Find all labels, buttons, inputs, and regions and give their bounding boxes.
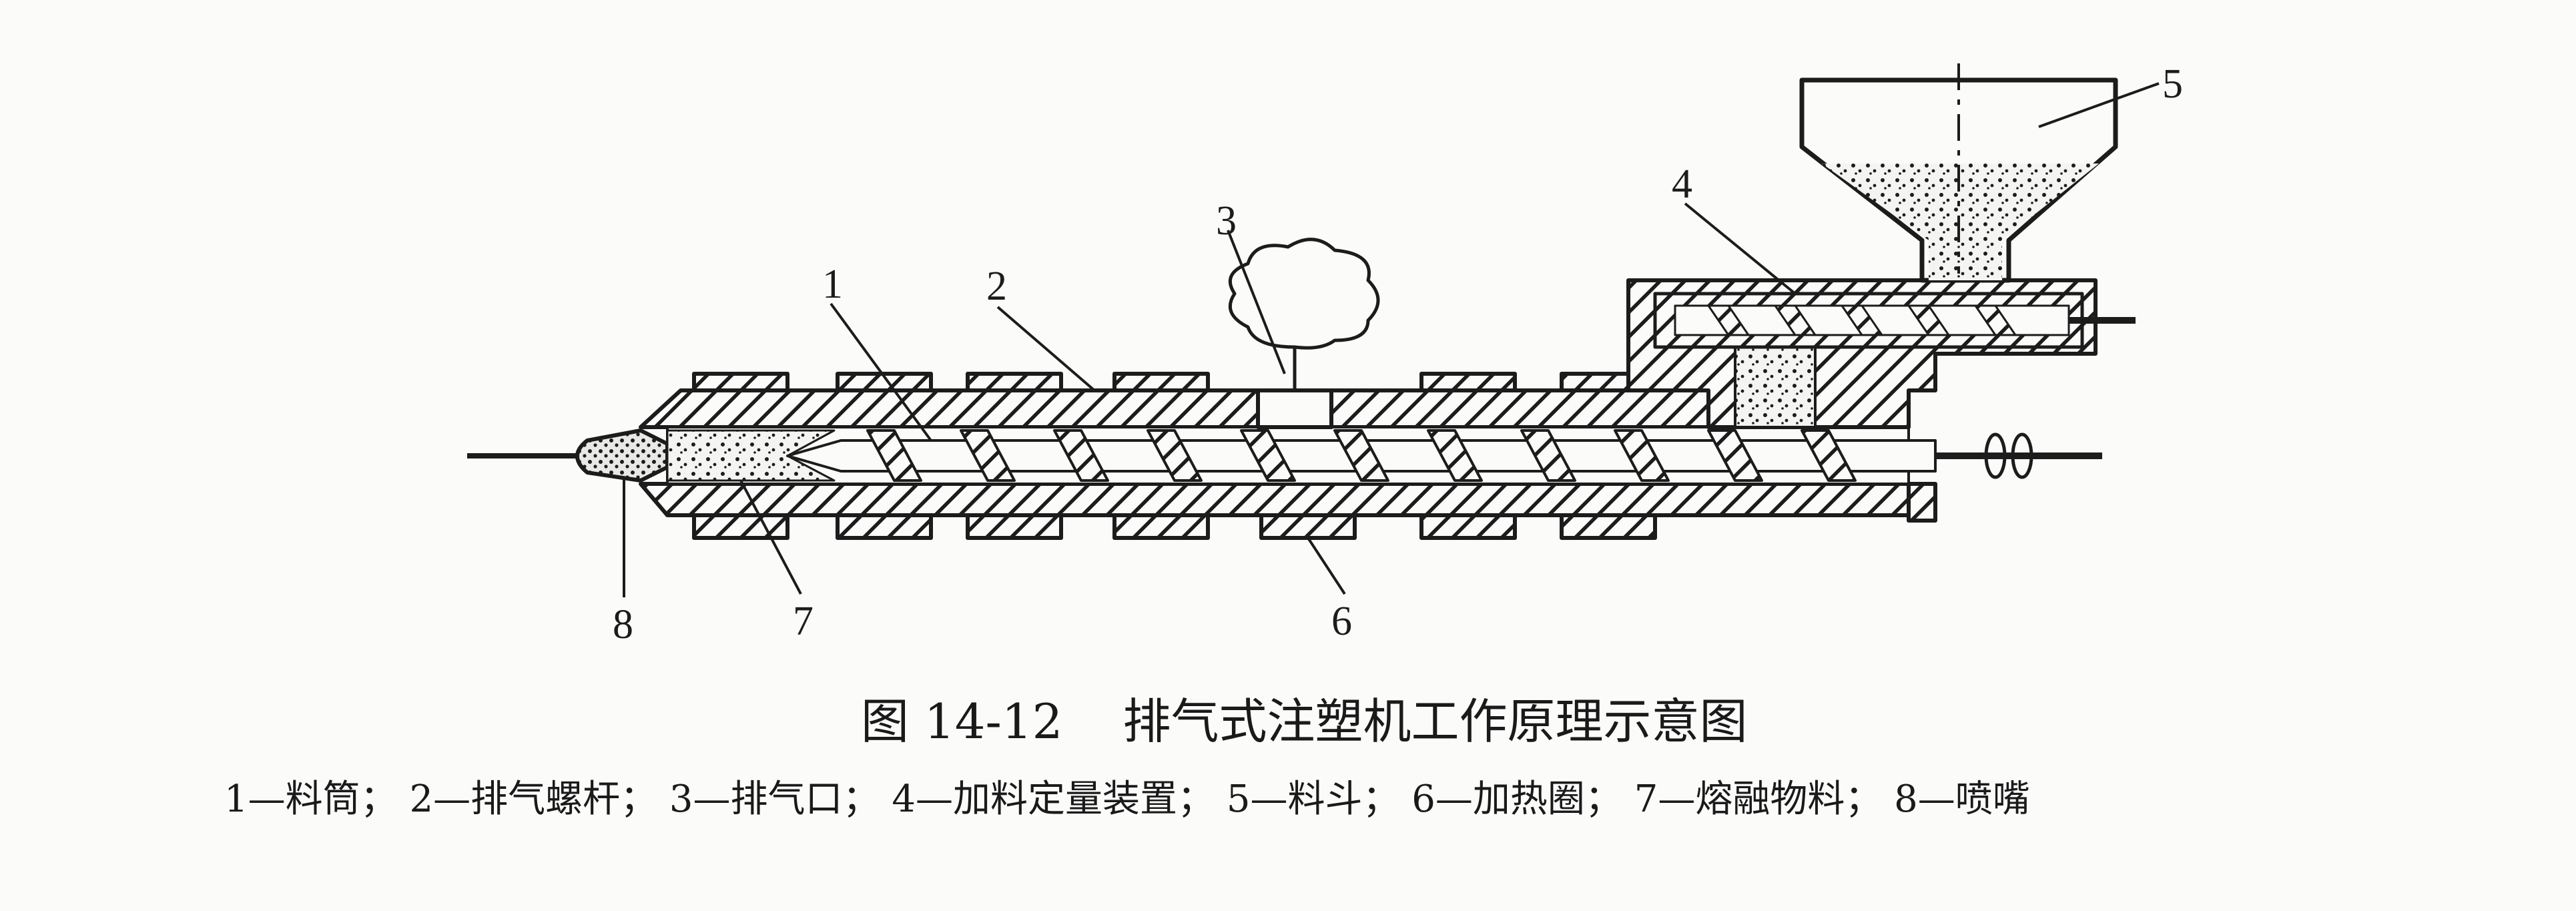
leader-7 <box>739 480 802 595</box>
screw-flights <box>866 429 1857 482</box>
leader-5 <box>2038 82 2160 128</box>
vent-port <box>1256 388 1333 429</box>
leader-1 <box>830 302 932 442</box>
legend-item-8: 8—喷嘴 <box>1894 778 2030 821</box>
screw-shaft-coupling <box>1984 432 2033 479</box>
leader-lines <box>623 82 2160 597</box>
leader-6 <box>1307 537 1346 595</box>
legend-item-4: 4—加料定量装置； <box>892 778 1215 821</box>
legend: 1—料筒； 2—排气螺杆； 3—排气口； 4—加料定量装置； 5—料斗； 6—加… <box>224 769 2030 823</box>
legend-item-7: 7—熔融物料； <box>1634 778 1883 821</box>
leader-4 <box>1684 202 1797 295</box>
legend-item-5: 5—料斗； <box>1226 778 1400 821</box>
dosing-feed-chamber <box>1734 346 1817 428</box>
legend-item-3: 3—排气口； <box>669 778 880 821</box>
callout-8: 8 <box>613 602 633 647</box>
callout-1: 1 <box>822 262 843 307</box>
dosing-screw-flights <box>1707 304 2017 336</box>
figure-title: 排气式注塑机工作原理示意图 <box>1122 693 1748 749</box>
callout-2: 2 <box>986 264 1007 309</box>
heater-bands-bottom <box>692 513 1657 540</box>
heater-bands-top <box>692 372 1657 392</box>
barrel-upper-wall <box>639 388 1710 429</box>
rear-housing-lower <box>1907 482 1937 523</box>
hopper-granules <box>1822 164 2099 280</box>
barrel-lower-wall <box>639 482 1911 517</box>
leader-3 <box>1227 230 1286 374</box>
nozzle <box>575 428 669 483</box>
figure-number: 图 14-12 <box>861 693 1063 749</box>
leader-2 <box>996 306 1096 392</box>
callout-7: 7 <box>793 599 814 644</box>
vent-vapor <box>1228 238 1380 350</box>
legend-item-2: 2—排气螺杆； <box>409 778 658 821</box>
figure-caption: 图 14-12 排气式注塑机工作原理示意图 <box>861 682 1747 752</box>
legend-item-1: 1—料筒； <box>224 778 398 821</box>
callout-4: 4 <box>1672 162 1692 207</box>
legend-item-6: 6—加热圈； <box>1411 778 1622 821</box>
callout-6: 6 <box>1331 599 1352 644</box>
injection-machine-diagram <box>467 63 2160 597</box>
callout-3: 3 <box>1216 198 1237 244</box>
callout-5: 5 <box>2162 61 2183 107</box>
melt-zone <box>666 429 836 482</box>
